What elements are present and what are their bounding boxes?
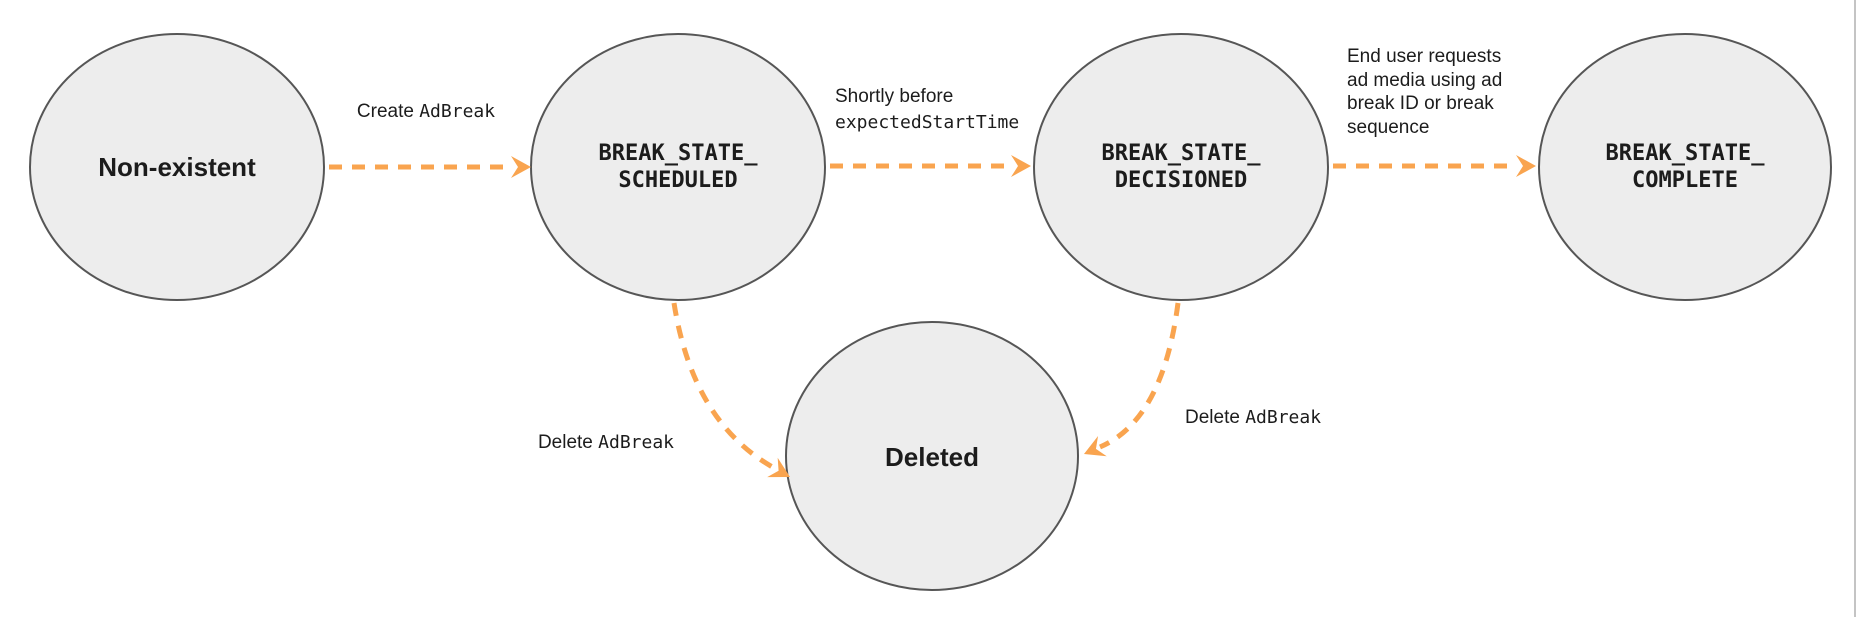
edge-label-end-user-requests: End user requests ad media using ad brea… [1347, 46, 1503, 138]
edge-label-delete-adbreak-right: Delete AdBreak [1185, 407, 1322, 428]
node-break-state-complete [1538, 33, 1832, 301]
right-edge-divider [1854, 0, 1856, 617]
edge-delete-adbreak-left [671, 302, 790, 478]
edge-delete-adbreak-right-line [1099, 302, 1181, 450]
edge-end-user-requests-arrowhead-icon [1516, 155, 1536, 177]
edge-delete-adbreak-left-arrowhead-icon [767, 457, 790, 478]
edge-delete-adbreak-left-line [671, 302, 778, 472]
edge-create-adbreak-arrowhead-icon [511, 156, 531, 178]
edge-create-adbreak [329, 156, 531, 178]
node-deleted [785, 321, 1079, 591]
edge-shortly-before-arrowhead-icon [1011, 155, 1031, 177]
edge-shortly-before [830, 155, 1031, 177]
node-non-existent [29, 33, 325, 301]
edge-label-shortly-before: Shortly before expectedStartTime [835, 86, 1020, 133]
edge-label-delete-adbreak-left: Delete AdBreak [537, 432, 674, 453]
edge-end-user-requests [1333, 155, 1536, 177]
edge-label-create-adbreak: Create AdBreak [356, 101, 496, 122]
node-break-state-decisioned [1033, 33, 1329, 301]
node-break-state-scheduled [530, 33, 826, 301]
edge-delete-adbreak-right-arrowhead-icon [1084, 436, 1107, 457]
edge-delete-adbreak-right [1084, 302, 1181, 457]
